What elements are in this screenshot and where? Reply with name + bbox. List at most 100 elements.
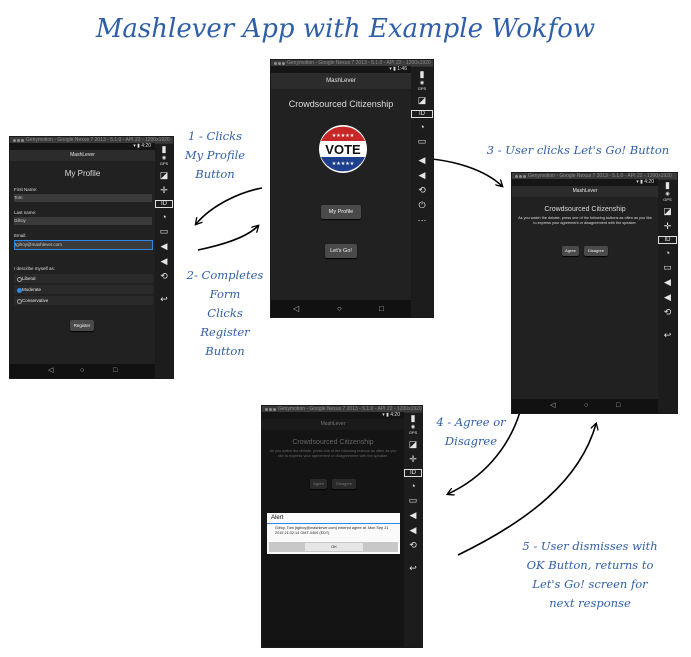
- camera-icon[interactable]: ◪: [408, 439, 418, 449]
- volume-down-icon[interactable]: ◀: [664, 292, 671, 302]
- volume-up-icon[interactable]: ◀: [418, 155, 426, 165]
- rss-icon[interactable]: ◔: [664, 248, 671, 258]
- rotate-icon[interactable]: ⟲: [409, 540, 417, 550]
- battery-icon[interactable]: ▮: [419, 69, 425, 79]
- gps-icon[interactable]: ◉GPS: [408, 424, 418, 435]
- option-conservative[interactable]: Conservative: [14, 296, 153, 305]
- volume-up-icon[interactable]: ◀: [160, 241, 168, 251]
- camera-icon[interactable]: ◪: [417, 95, 427, 105]
- sms-icon[interactable]: ▭: [663, 262, 672, 272]
- emulator-titlebar: Genymotion - Google Nexus 7 2013 - 5.1.0…: [262, 406, 422, 412]
- last-name-field[interactable]: Gilroy: [14, 217, 152, 225]
- wifi-icon: ▾: [133, 143, 136, 149]
- register-button[interactable]: Register: [70, 320, 94, 331]
- rss-icon[interactable]: ◔: [161, 212, 167, 222]
- profile-heading: My Profile: [64, 169, 101, 178]
- app-title-bar: MashLever: [262, 419, 404, 430]
- ok-button[interactable]: OK: [305, 543, 363, 551]
- vote-badge-top: [321, 126, 365, 141]
- back-icon[interactable]: ↩: [160, 294, 168, 304]
- back-icon[interactable]: ◁: [550, 402, 556, 409]
- id-icon[interactable]: ID: [411, 110, 433, 118]
- back-icon[interactable]: ◁: [293, 304, 300, 313]
- volume-down-icon[interactable]: ◀: [160, 256, 168, 266]
- citizenship-heading: Crowdsourced Citizenship: [544, 206, 626, 213]
- alert-button-bar: OK: [269, 542, 398, 552]
- recent-apps-icon[interactable]: □: [379, 304, 384, 313]
- home-icon[interactable]: ○: [584, 402, 589, 409]
- battery-icon[interactable]: ▮: [161, 144, 167, 154]
- rotate-icon[interactable]: ⟲: [663, 307, 672, 317]
- nav-bar: ◁ ○ □: [512, 399, 658, 413]
- option-moderate[interactable]: Moderate: [14, 285, 153, 294]
- arrow-to-alert: [448, 411, 521, 494]
- device-screen: ▾ ▮ 4:20 MashLever Crowdsourced Citizens…: [512, 179, 658, 413]
- volume-up-icon[interactable]: ◀: [664, 277, 671, 287]
- home-icon[interactable]: ○: [80, 367, 85, 374]
- agree-button[interactable]: Agree: [310, 479, 327, 489]
- emulator-profile: Genymotion - Google Nexus 7 2013 - 5.1.0…: [9, 136, 174, 379]
- emulator-citizenship: Genymotion - Google Nexus 7 2013 - 5.1.0…: [511, 172, 678, 414]
- back-icon[interactable]: ◁: [48, 367, 54, 374]
- emulator-titlebar: Genymotion - Google Nexus 7 2013 - 5.1.0…: [512, 173, 677, 179]
- first-name-field[interactable]: Tom: [14, 194, 152, 202]
- gps-icon[interactable]: ◉GPS: [663, 191, 672, 202]
- email-field[interactable]: tgilroy@mashlever.com: [14, 240, 153, 250]
- gps-icon[interactable]: ◉GPS: [159, 155, 169, 166]
- device-screen: ▾ ▮ 4:20 MashLever My Profile First Name…: [10, 143, 155, 378]
- alert-title: Alert: [271, 515, 284, 521]
- battery-icon[interactable]: ▮: [665, 180, 670, 190]
- app-title-bar: MashLever: [271, 73, 411, 89]
- arrow-to-profile: [196, 187, 263, 224]
- back-icon[interactable]: ↩: [409, 563, 417, 573]
- id-icon[interactable]: ID: [658, 236, 677, 244]
- recent-apps-icon[interactable]: □: [616, 402, 621, 409]
- fullscreen-icon[interactable]: ✛: [160, 185, 168, 195]
- device-screen: ▾ ▮ 4:20 MashLever Crowdsourced Citizens…: [262, 412, 404, 647]
- battery-icon[interactable]: ▮: [410, 413, 416, 423]
- rss-icon[interactable]: ◔: [410, 481, 416, 491]
- emulator-sidebar: ▮ ◉GPS ◪ ✛ ID ◔ ▭ ◀ ◀ ⟲ ↩: [404, 413, 422, 647]
- alert-dialog: Alert Gilroy, Tom (tgilroy@mashlever.com…: [267, 513, 400, 554]
- rotate-icon[interactable]: ⟲: [160, 271, 168, 281]
- status-time: 1:46: [397, 66, 407, 72]
- menu-icon[interactable]: ⋯: [417, 215, 427, 225]
- nav-bar: ◁ ○ □: [271, 300, 411, 317]
- fullscreen-icon[interactable]: ✛: [663, 221, 672, 231]
- sms-icon[interactable]: ▭: [408, 495, 418, 505]
- volume-down-icon[interactable]: ◀: [409, 525, 417, 535]
- home-icon[interactable]: ○: [337, 304, 342, 313]
- camera-icon[interactable]: ◪: [159, 170, 169, 180]
- agree-button[interactable]: Agree: [562, 246, 579, 256]
- disagree-button[interactable]: Disagree: [584, 246, 608, 256]
- volume-down-icon[interactable]: ◀: [418, 170, 426, 180]
- lets-go-button[interactable]: Let's Go!: [325, 244, 357, 258]
- wifi-icon: ▾: [382, 412, 385, 418]
- fullscreen-icon[interactable]: ✛: [409, 454, 417, 464]
- battery-icon: ▮: [393, 66, 396, 72]
- arrow-back-to-citizenship: [457, 424, 596, 556]
- volume-up-icon[interactable]: ◀: [409, 510, 417, 520]
- battery-icon: ▮: [137, 143, 140, 149]
- describe-label: I describe myself as:: [14, 266, 56, 271]
- sms-icon[interactable]: ▭: [417, 136, 427, 146]
- recent-apps-icon[interactable]: □: [113, 367, 118, 374]
- disagree-button[interactable]: Disagree: [332, 479, 356, 489]
- sms-icon[interactable]: ▭: [159, 226, 169, 236]
- gps-icon[interactable]: ◉GPS: [417, 80, 427, 91]
- id-icon[interactable]: ID: [404, 469, 422, 477]
- option-liberal[interactable]: Liberal: [14, 274, 153, 283]
- power-icon[interactable]: ⏻: [418, 200, 426, 210]
- rss-icon[interactable]: ◔: [419, 122, 425, 132]
- id-icon[interactable]: ID: [155, 200, 173, 208]
- instructions-text: As you watch the debate, press one of th…: [518, 216, 652, 225]
- back-icon[interactable]: ↩: [663, 330, 672, 340]
- status-time: 4:20: [644, 179, 654, 185]
- status-time: 4:20: [390, 412, 400, 418]
- rotate-icon[interactable]: ⟲: [418, 185, 426, 195]
- camera-icon[interactable]: ◪: [663, 206, 672, 216]
- email-label: Email:: [14, 233, 27, 238]
- my-profile-button[interactable]: My Profile: [321, 205, 361, 219]
- emulator-main: Genymotion - Google Nexus 7 2013 - 5.1.0…: [270, 59, 434, 318]
